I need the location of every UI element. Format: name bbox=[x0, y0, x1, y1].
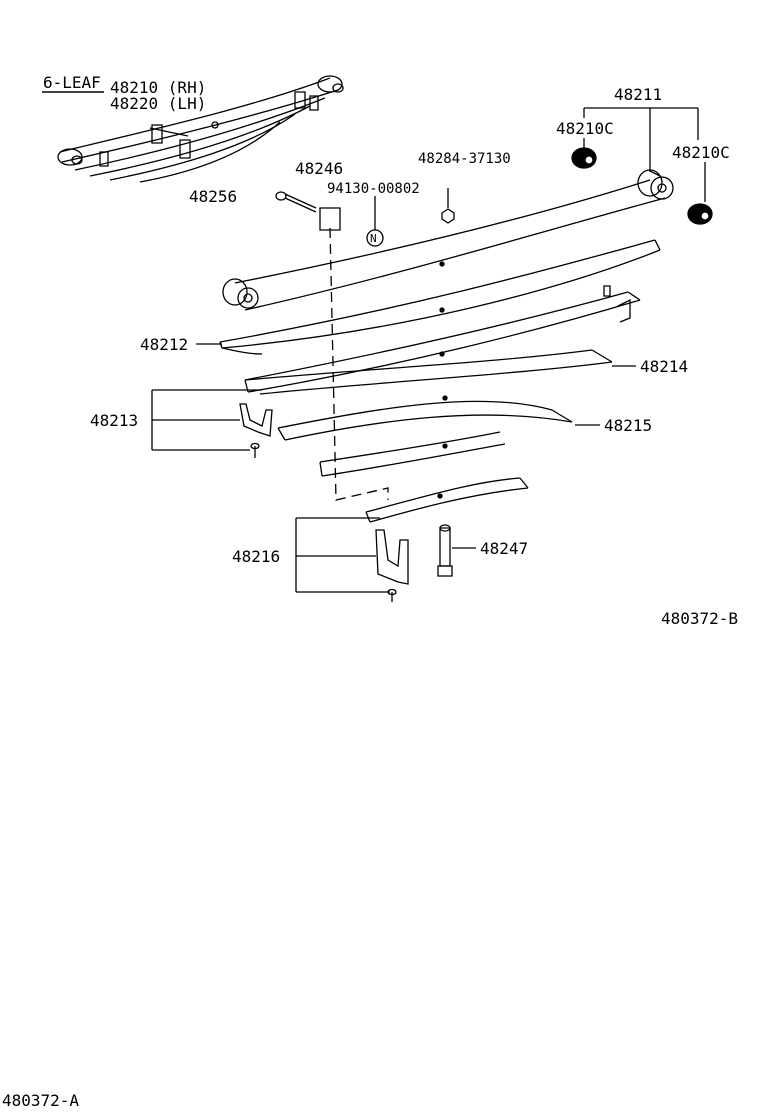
spacer-48246 bbox=[320, 208, 340, 230]
main-leaf-48211 bbox=[223, 170, 673, 310]
bushing-48210c-left bbox=[572, 148, 596, 168]
nut-symbol-label: N bbox=[370, 232, 377, 245]
part-48246-label: 48246 bbox=[295, 159, 344, 178]
leaf-48214 bbox=[245, 292, 640, 392]
part-48256-label: 48256 bbox=[189, 187, 238, 206]
part-48214-label: 48214 bbox=[640, 357, 689, 376]
part-48220-lh-label: 48220 (LH) bbox=[110, 94, 207, 113]
leaf-48215 bbox=[245, 350, 612, 448]
center-bolt-dashed-line bbox=[330, 228, 388, 500]
part-48284-37130-label: 48284-37130 bbox=[418, 151, 511, 167]
leader-48211 bbox=[584, 108, 705, 202]
part-48247-label: 48247 bbox=[480, 539, 529, 558]
part-48215-label: 48215 bbox=[604, 416, 653, 435]
reference-480372-b: 480372-B bbox=[661, 609, 739, 628]
part-48210c-left-label: 48210C bbox=[556, 119, 614, 138]
nut-94130 bbox=[367, 196, 383, 246]
part-48212-label: 48212 bbox=[140, 335, 189, 354]
leaf-short-48216 bbox=[320, 432, 528, 522]
center-bolt-48256 bbox=[276, 192, 316, 212]
part-48210c-right-label: 48210C bbox=[672, 143, 730, 162]
reference-480372-a: 480372-A bbox=[2, 1091, 80, 1110]
spring-assembly-thumbnail bbox=[42, 76, 343, 182]
part-48210-rh-label: 48210 (RH) bbox=[110, 78, 207, 97]
part-94130-00802-label: 94130-00802 bbox=[327, 181, 420, 197]
nut-48284 bbox=[442, 188, 454, 223]
bushing-48210c-right bbox=[688, 204, 712, 224]
six-leaf-label: 6-LEAF bbox=[43, 73, 101, 92]
clip-48213-group bbox=[152, 390, 272, 458]
part-48216-label: 48216 bbox=[232, 547, 281, 566]
part-48213-label: 48213 bbox=[90, 411, 139, 430]
clip-48216-group bbox=[296, 518, 408, 602]
leaf-48212 bbox=[220, 240, 660, 354]
bolt-48247 bbox=[438, 525, 476, 576]
part-48211-label: 48211 bbox=[614, 85, 663, 104]
